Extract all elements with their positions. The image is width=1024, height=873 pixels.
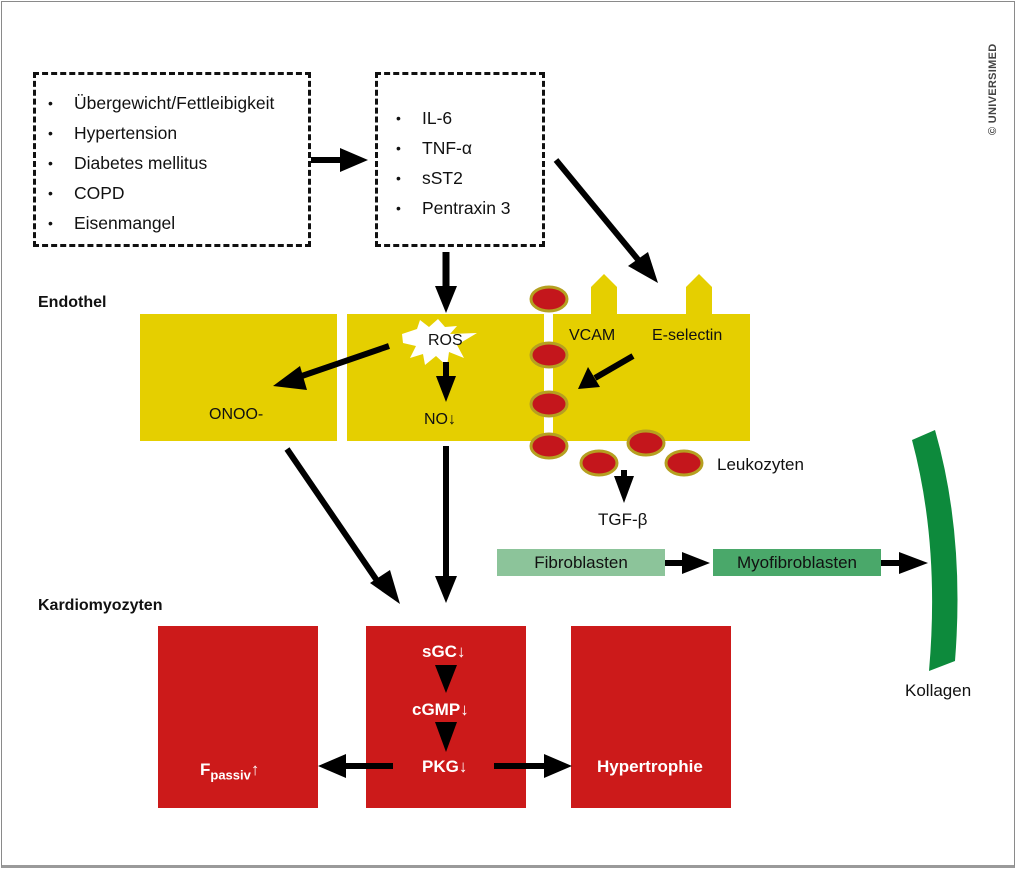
cgmp-text: cGMP xyxy=(412,700,461,719)
arrow-mediators-to-receptors xyxy=(553,158,643,264)
down-arrow-icon: ↓ xyxy=(456,642,466,661)
cardio-box-fpassiv xyxy=(158,626,318,808)
no-label: NO↓ xyxy=(424,411,456,429)
arrowhead xyxy=(436,376,456,402)
section-endothel: Endothel xyxy=(38,294,107,311)
arrowhead-sgc-to-cgmp xyxy=(435,665,457,693)
risk-factors-list: Übergewicht/Fettleibigkeit Hypertension … xyxy=(48,88,274,238)
arrow-eselectin-to-vcam xyxy=(593,353,635,381)
list-item: Pentraxin 3 xyxy=(396,193,511,223)
list-item: Eisenmangel xyxy=(48,208,274,238)
onoo-label: ONOO- xyxy=(209,406,264,423)
arrowhead xyxy=(370,570,400,604)
arrows xyxy=(273,148,928,778)
arrow-onoo-to-cardio xyxy=(284,447,383,587)
f-text: F xyxy=(200,760,211,779)
list-item: Übergewicht/Fettleibigkeit xyxy=(48,88,274,118)
mediators-list: IL-6 TNF-α sST2 Pentraxin 3 xyxy=(396,103,511,223)
down-arrow-icon: ↓ xyxy=(460,700,469,719)
hypertrophie-label: Hypertrophie xyxy=(597,757,703,776)
collagen-fiber xyxy=(912,430,958,671)
arrowhead-cgmp-to-pkg xyxy=(435,722,457,752)
passiv-subscript: passiv xyxy=(210,767,251,783)
arrowhead xyxy=(614,476,634,503)
list-item: Hypertension xyxy=(48,118,274,148)
leukocyte xyxy=(626,429,666,457)
kollagen-label: Kollagen xyxy=(905,681,972,700)
arrowhead xyxy=(273,366,307,390)
list-item: TNF-α xyxy=(396,133,511,163)
sgc-label: sGC↓ xyxy=(422,642,465,662)
receptor-e-selectin xyxy=(686,274,712,314)
list-item: IL-6 xyxy=(396,103,511,133)
list-item: Diabetes mellitus xyxy=(48,148,274,178)
fibroblasten-label: Fibroblasten xyxy=(534,552,628,572)
arrowhead xyxy=(340,148,368,172)
leukocyte xyxy=(579,449,619,477)
e-selectin-label: E-selectin xyxy=(652,327,723,344)
leukocytes xyxy=(529,285,704,477)
arrowhead xyxy=(435,286,457,313)
sgc-text: sGC xyxy=(422,642,457,661)
leukocyte xyxy=(529,285,569,313)
arrowhead xyxy=(578,367,600,389)
tgf-beta-label: TGF-β xyxy=(598,510,648,529)
section-kardiomyozyten: Kardiomyozyten xyxy=(38,597,163,614)
endothel-gap xyxy=(544,314,553,441)
receptor-vcam xyxy=(591,274,617,314)
down-arrow-icon: ↓ xyxy=(448,411,456,428)
leukocyte xyxy=(529,341,569,369)
up-arrow-icon: ↑ xyxy=(250,760,260,779)
myofibroblasten-label: Myofibroblasten xyxy=(736,552,857,572)
risk-factors-box xyxy=(33,72,311,247)
ros-burst xyxy=(402,319,477,366)
list-item: sST2 xyxy=(396,163,511,193)
pkg-label: PKG↓ xyxy=(422,757,467,777)
copyright-label: © UNIVERSIMED xyxy=(987,43,999,135)
list-item: COPD xyxy=(48,178,274,208)
vcam-label: VCAM xyxy=(569,327,616,344)
fibroblasten-box xyxy=(497,549,665,576)
leukozyten-label: Leukozyten xyxy=(717,455,804,474)
f-passiv-label: Fpassiv↑ xyxy=(200,760,259,782)
arrowhead xyxy=(318,754,346,778)
cardio-box-signaling xyxy=(366,626,526,808)
cgmp-label: cGMP↓ xyxy=(412,700,469,720)
ros-label: ROS xyxy=(428,332,463,349)
down-arrow-icon: ↓ xyxy=(458,757,468,776)
arrowhead xyxy=(628,252,658,283)
no-text: NO xyxy=(424,411,448,428)
arrowhead xyxy=(682,552,710,574)
cardio-box-hypertrophie xyxy=(571,626,731,808)
arrowhead xyxy=(435,576,457,603)
arrow-ros-to-onoo xyxy=(295,343,390,381)
leukocyte xyxy=(529,432,569,460)
myofibroblasten-box xyxy=(713,549,881,576)
leukocyte xyxy=(664,449,704,477)
arrowhead xyxy=(544,754,572,778)
arrowhead xyxy=(899,552,928,574)
mediators-box xyxy=(375,72,545,247)
leukocyte xyxy=(529,390,569,418)
pkg-text: PKG xyxy=(422,757,459,776)
